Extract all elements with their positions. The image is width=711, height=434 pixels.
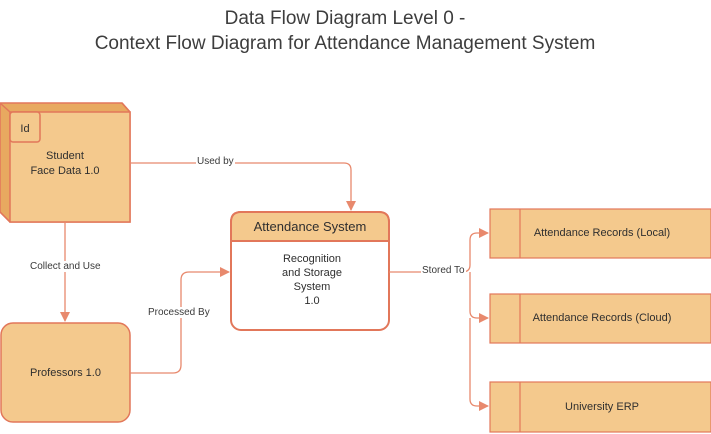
- student-entity[interactable]: [0, 102, 131, 223]
- process-header: Attendance System: [253, 219, 367, 234]
- flow-collect-and-use-label: Collect and Use: [29, 261, 102, 272]
- store-cloud[interactable]: [489, 293, 711, 344]
- process-body-line1: Recognition: [282, 253, 342, 265]
- flow-stored-to[interactable]: [389, 228, 489, 411]
- diagram-title-line1: Data Flow Diagram Level 0 -: [224, 8, 466, 29]
- professors-label: Professors 1.0: [30, 367, 101, 379]
- student-label-line2: Face Data 1.0: [30, 165, 100, 177]
- flow-used-by[interactable]: [130, 162, 356, 211]
- store-local-label: Attendance Records (Local): [533, 227, 671, 239]
- flow-processed-by[interactable]: [130, 267, 230, 374]
- process-body-line2: and Storage: [282, 267, 342, 279]
- process-body-line4: 1.0: [304, 295, 320, 307]
- store-erp[interactable]: [489, 381, 711, 433]
- process-attendance-system[interactable]: [230, 211, 390, 331]
- process-body-line3: System: [293, 281, 331, 293]
- flow-stored-to-label: Stored To: [421, 265, 466, 276]
- diagram-title-line2: Context Flow Diagram for Attendance Mana…: [94, 33, 596, 54]
- flow-processed-by-label: Processed By: [147, 307, 211, 318]
- store-cloud-label: Attendance Records (Cloud): [532, 312, 672, 324]
- store-local[interactable]: [489, 208, 711, 259]
- flow-used-by-label: Used by: [196, 156, 235, 167]
- id-tag: [9, 111, 41, 143]
- store-erp-label: University ERP: [565, 401, 639, 413]
- id-tag-label: Id: [20, 123, 30, 135]
- student-label-line1: Student: [46, 150, 84, 162]
